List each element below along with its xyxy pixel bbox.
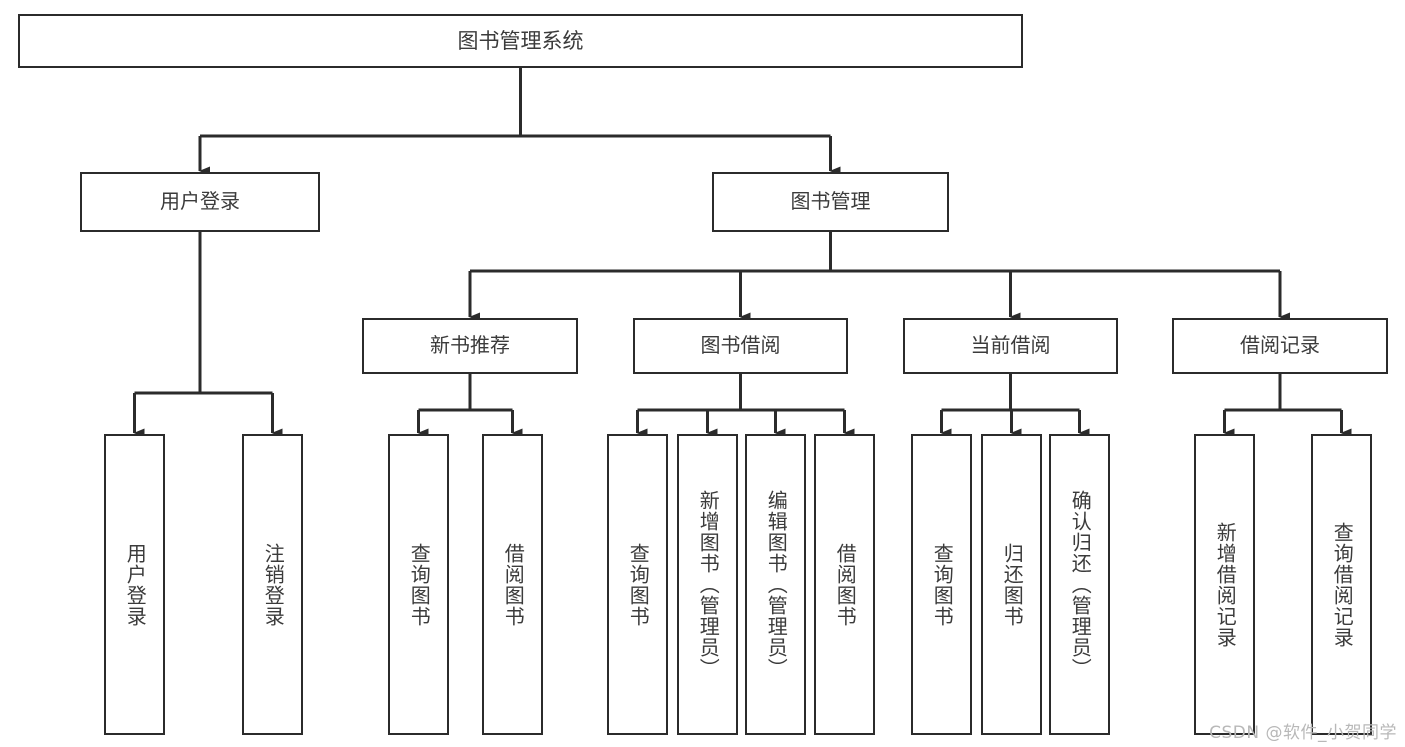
- leaf-borrow-book-recommend-label: 借阅图书: [501, 542, 526, 627]
- node-book-borrow[interactable]: 图书借阅: [633, 318, 848, 374]
- leaf-query-book-recommend-label: 查询图书: [407, 542, 432, 627]
- leaf-logout-label: 注销登录: [261, 542, 286, 627]
- node-current-borrow-label: 当前借阅: [970, 333, 1051, 358]
- leaf-query-book-borrow[interactable]: 查询图书: [607, 434, 668, 735]
- node-current-borrow[interactable]: 当前借阅: [903, 318, 1118, 374]
- node-borrow-records-label: 借阅记录: [1240, 333, 1320, 358]
- node-book-management-label: 图书管理: [790, 189, 871, 214]
- leaf-user-login[interactable]: 用户登录: [104, 434, 165, 735]
- leaf-return-book-label: 归还图书: [1000, 542, 1025, 627]
- node-user-login-label: 用户登录: [160, 189, 240, 214]
- leaf-add-borrow-record[interactable]: 新增借阅记录: [1194, 434, 1255, 735]
- leaf-return-book[interactable]: 归还图书: [981, 434, 1042, 735]
- node-new-book-recommend[interactable]: 新书推荐: [362, 318, 578, 374]
- leaf-query-book-current-label: 查询图书: [930, 542, 955, 627]
- leaf-query-book-current[interactable]: 查询图书: [911, 434, 972, 735]
- csdn-watermark: CSDN @软件_小贺同学: [1209, 723, 1397, 743]
- leaf-edit-book-admin-label: 编辑图书（管理员）: [764, 490, 789, 679]
- leaf-query-book-recommend[interactable]: 查询图书: [388, 434, 449, 735]
- leaf-query-borrow-record[interactable]: 查询借阅记录: [1311, 434, 1372, 735]
- leaf-borrow-book-recommend[interactable]: 借阅图书: [482, 434, 543, 735]
- node-root-label: 图书管理系统: [457, 28, 584, 53]
- node-book-management[interactable]: 图书管理: [712, 172, 949, 232]
- leaf-edit-book-admin[interactable]: 编辑图书（管理员）: [745, 434, 806, 735]
- leaf-borrow-book[interactable]: 借阅图书: [814, 434, 875, 735]
- leaf-user-login-label: 用户登录: [123, 542, 148, 627]
- leaf-confirm-return-admin-label: 确认归还（管理员）: [1068, 490, 1093, 679]
- leaf-borrow-book-label: 借阅图书: [833, 542, 858, 627]
- leaf-add-borrow-record-label: 新增借阅记录: [1213, 521, 1238, 648]
- node-borrow-records[interactable]: 借阅记录: [1172, 318, 1388, 374]
- leaf-confirm-return-admin[interactable]: 确认归还（管理员）: [1049, 434, 1110, 735]
- node-root[interactable]: 图书管理系统: [18, 14, 1023, 68]
- node-new-book-recommend-label: 新书推荐: [430, 333, 510, 358]
- leaf-add-book-admin-label: 新增图书（管理员）: [696, 490, 721, 679]
- leaf-add-book-admin[interactable]: 新增图书（管理员）: [677, 434, 738, 735]
- node-user-login[interactable]: 用户登录: [80, 172, 320, 232]
- leaf-logout[interactable]: 注销登录: [242, 434, 303, 735]
- leaf-query-book-borrow-label: 查询图书: [626, 542, 651, 627]
- leaf-query-borrow-record-label: 查询借阅记录: [1330, 521, 1355, 648]
- node-book-borrow-label: 图书借阅: [700, 333, 781, 358]
